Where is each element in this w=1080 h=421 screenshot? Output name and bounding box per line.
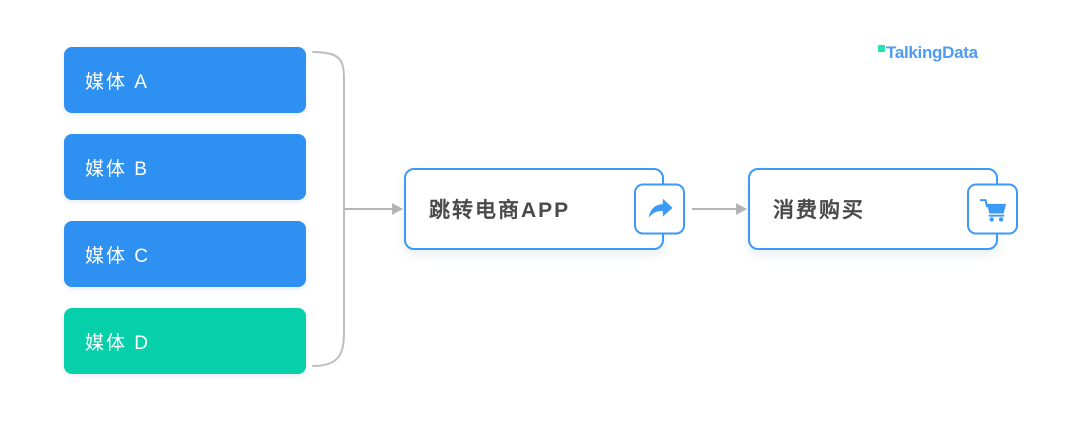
media-source-label: 媒体 D [85,332,151,354]
flow-step-purchase[interactable]: 消费购买 [748,168,1018,250]
arrow-brace-to-redirect-head [392,203,403,215]
shopping-cart-icon [967,183,1018,235]
media-source-box-c[interactable]: 媒体 C [64,221,306,287]
media-source-box-d[interactable]: 媒体 D [64,308,306,374]
talkingdata-logo: TalkingData [878,44,978,61]
media-group-brace [312,51,345,367]
share-arrow-icon [634,183,685,235]
flow-step-redirect[interactable]: 跳转电商APP [404,168,685,250]
logo-accent-icon [878,45,885,52]
media-source-box-a[interactable]: 媒体 A [64,47,306,113]
media-source-label: 媒体 C [85,245,151,267]
media-source-box-b[interactable]: 媒体 B [64,134,306,200]
media-source-label: 媒体 A [85,71,149,93]
flow-step-label: 消费购买 [773,199,865,222]
media-source-label: 媒体 B [85,158,149,180]
arrow-redirect-to-purchase-head [736,203,747,215]
logo-text: TalkingData [886,43,978,62]
flow-step-label: 跳转电商APP [429,199,571,222]
media-source-list: 媒体 A 媒体 B 媒体 C 媒体 D [64,47,306,395]
